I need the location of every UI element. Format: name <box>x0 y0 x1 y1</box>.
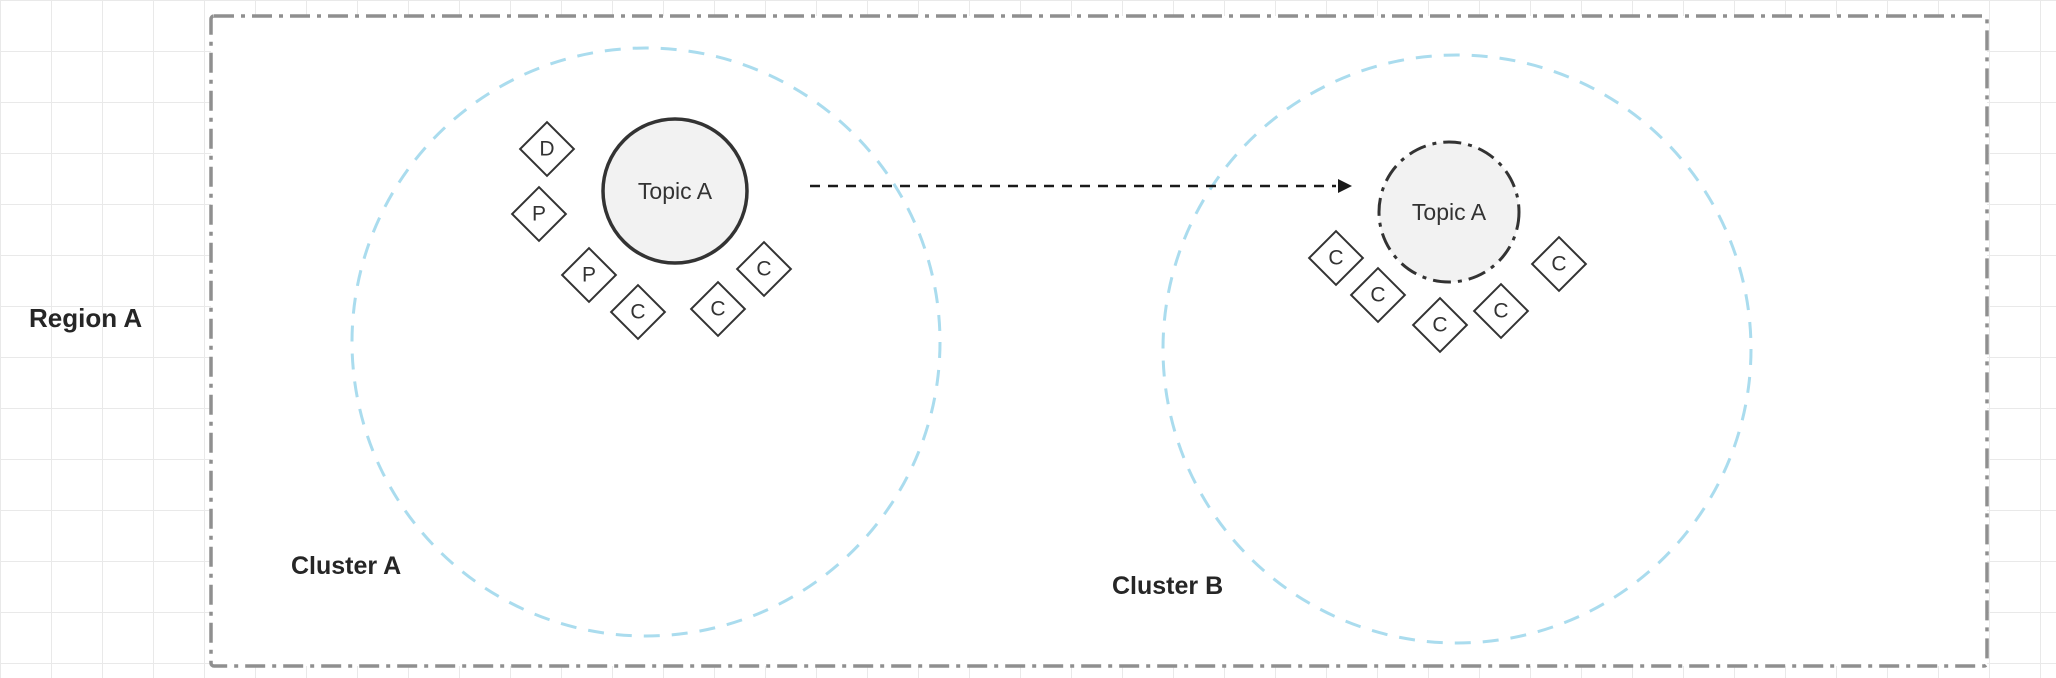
mirroring-arrow[interactable] <box>810 179 1352 193</box>
cluster-b-node-c-3[interactable]: C <box>1411 296 1469 354</box>
node-label: C <box>1551 253 1566 276</box>
topic-circle <box>601 117 749 265</box>
diamond-shape <box>1530 235 1588 293</box>
cluster-a-node-c-2[interactable]: C <box>689 280 747 338</box>
cluster-a-boundary[interactable] <box>350 46 942 638</box>
cluster-b-node-c-1[interactable]: C <box>1307 229 1365 287</box>
cluster-b-node-c-4[interactable]: C <box>1472 282 1530 340</box>
topic-a-cluster-b[interactable]: Topic A <box>1377 140 1521 284</box>
cluster-b-label[interactable]: Cluster B <box>1112 572 1223 600</box>
diamond-shape <box>689 280 747 338</box>
node-label: C <box>756 258 771 281</box>
diamond-shape <box>510 185 568 243</box>
diamond-shape <box>1472 282 1530 340</box>
node-label: C <box>1328 247 1343 270</box>
node-label: P <box>582 264 596 287</box>
node-label: C <box>630 301 645 324</box>
cluster-a-node-p-2[interactable]: P <box>560 246 618 304</box>
cluster-b-node-c-2[interactable]: C <box>1349 266 1407 324</box>
region-a-boundary[interactable] <box>209 14 1989 668</box>
cluster-a-node-c-1[interactable]: C <box>609 283 667 341</box>
node-label: D <box>539 138 554 161</box>
node-label: C <box>1493 300 1508 323</box>
cluster-a-label[interactable]: Cluster A <box>291 552 401 580</box>
node-label: C <box>710 298 725 321</box>
cluster-a-node-c-3[interactable]: C <box>735 240 793 298</box>
topic-label: Topic A <box>1412 199 1487 225</box>
node-label: P <box>532 203 546 226</box>
node-label: C <box>1370 284 1385 307</box>
cluster-b-boundary[interactable] <box>1161 53 1753 645</box>
arrow-head-icon <box>1338 179 1352 193</box>
diamond-shape <box>609 283 667 341</box>
diamond-shape <box>1411 296 1469 354</box>
topic-circle <box>1377 140 1521 284</box>
diamond-shape <box>560 246 618 304</box>
cluster-b-node-c-5[interactable]: C <box>1530 235 1588 293</box>
diamond-shape <box>518 120 576 178</box>
diamond-shape <box>735 240 793 298</box>
cluster-a-node-p-1[interactable]: P <box>510 185 568 243</box>
diamond-shape <box>1307 229 1365 287</box>
cluster-a-node-d[interactable]: D <box>518 120 576 178</box>
topic-a-cluster-a[interactable]: Topic A <box>601 117 749 265</box>
region-a-label[interactable]: Region A <box>29 303 142 333</box>
topic-label: Topic A <box>638 178 713 204</box>
diamond-shape <box>1349 266 1407 324</box>
node-label: C <box>1432 314 1447 337</box>
